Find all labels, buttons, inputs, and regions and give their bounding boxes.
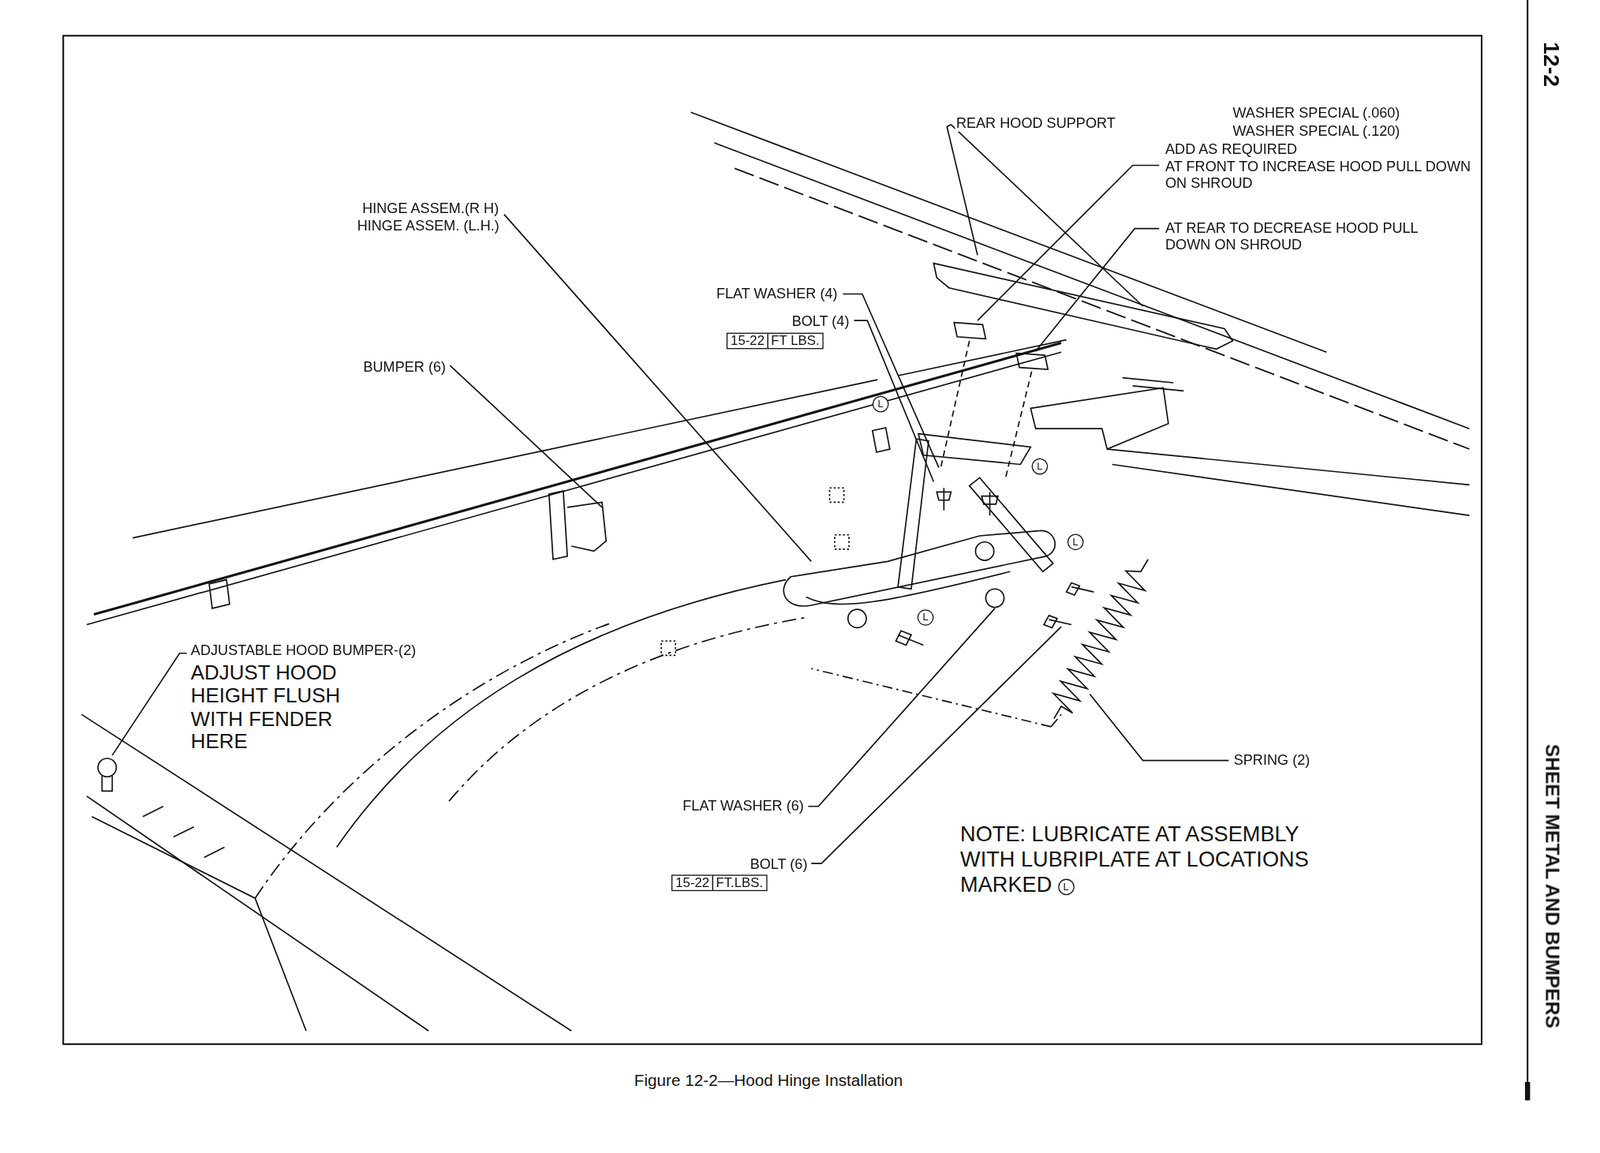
page-number: 12-2 [1538, 41, 1564, 89]
lube-marker: L [1031, 458, 1049, 475]
hood-bumper [209, 579, 230, 609]
part-label: ADJUSTABLE HOOD BUMPER-(2) [190, 642, 418, 659]
leader-line [807, 608, 995, 807]
flat-washer [985, 588, 1004, 607]
side-rule-end [1525, 1081, 1530, 1100]
torque-unit: FT.LBS. [711, 874, 767, 891]
part-label: REAR HOOD SUPPORT [955, 115, 1117, 131]
part-label: SPRING (2) [1232, 751, 1311, 768]
bolt [896, 630, 924, 645]
special-washer [953, 322, 986, 340]
part-label: WASHER SPECIAL (.120) [1231, 123, 1402, 139]
nut [661, 640, 676, 655]
part-label: FLAT WASHER (4) [715, 285, 839, 302]
part-label: FLAT WASHER (6) [681, 797, 805, 814]
bolt [936, 487, 951, 510]
flat-washer [848, 609, 867, 628]
hinge-plate [806, 571, 1011, 604]
cowl-line [734, 168, 1470, 449]
part-label: HINGE ASSEM. (L.H.) [355, 218, 501, 235]
leader-line [854, 320, 935, 482]
special-washer [1016, 353, 1048, 371]
leader-line [449, 365, 602, 508]
lube-marker: L [917, 609, 935, 626]
wheel-arch [448, 616, 807, 801]
bolt [1043, 615, 1072, 629]
cowl-detail [1122, 377, 1185, 392]
hood-bumper [872, 427, 890, 453]
note-text: NOTE: LUBRICATE AT ASSEMBLY WITH LUBRIPL… [960, 821, 1309, 897]
hood-edge [86, 351, 1062, 625]
part-label: HINGE ASSEM.(R H) [361, 201, 501, 217]
flat-washer [975, 542, 994, 561]
leader-line [112, 653, 187, 756]
note-text: AT REAR TO DECREASE HOOD PULL DOWN ON SH… [1164, 220, 1463, 253]
hinge-plate [783, 530, 1055, 606]
leader-line [504, 214, 812, 562]
assembly-line [940, 340, 1032, 480]
fender-detail [142, 806, 225, 858]
figure-caption: Figure 12-2—Hood Hinge Installation [633, 1071, 905, 1090]
note-text: ADJUST HOOD HEIGHT FLUSH WITH FENDER HER… [190, 661, 376, 753]
leader-line [977, 165, 1159, 322]
assembly-line [811, 668, 1062, 727]
nut [834, 534, 849, 550]
lube-note: NOTE: LUBRICATE AT ASSEMBLY WITH LUBRIPL… [959, 820, 1314, 898]
fender-lower [81, 714, 572, 1031]
bolt [1066, 583, 1095, 596]
lube-marker: L [1057, 878, 1075, 895]
spring [1053, 559, 1148, 719]
note-text: ADD AS REQUIRED [1164, 142, 1299, 158]
adjustable-bumper [97, 758, 116, 777]
bolt [981, 491, 999, 516]
fender-lower [86, 796, 429, 1031]
part-label: BOLT (6) [748, 856, 808, 872]
cowl-vent [1030, 387, 1169, 449]
side-rule [1526, 0, 1529, 1100]
part-label: WASHER SPECIAL (.060) [1231, 104, 1402, 121]
torque-value: 15-22 [671, 874, 714, 891]
fender-lower [91, 816, 307, 1032]
note-text: AT FRONT TO INCREASE HOOD PULL DOWN ON S… [1164, 159, 1473, 192]
fender-line [132, 379, 878, 538]
part-label: BUMPER (6) [362, 358, 447, 375]
hood-edge [93, 343, 1062, 615]
part-label: BOLT (4) [790, 313, 850, 329]
leader-line [946, 124, 1143, 307]
hinge-link [897, 438, 929, 589]
frame [63, 35, 1482, 1044]
cowl-line [1106, 448, 1470, 516]
leader-line [1035, 228, 1159, 352]
adjustable-bumper [101, 775, 113, 791]
section-title: SHEET METAL AND BUMPERS [1541, 743, 1564, 1030]
lube-marker: L [1067, 533, 1085, 550]
torque-unit: FT LBS. [766, 332, 824, 350]
nut [829, 487, 845, 502]
leader-line [1089, 693, 1229, 760]
hood-bumper [549, 490, 606, 560]
rear-hood-support [933, 263, 1233, 350]
lube-marker: L [872, 396, 890, 413]
torque-value: 15-22 [726, 332, 769, 350]
